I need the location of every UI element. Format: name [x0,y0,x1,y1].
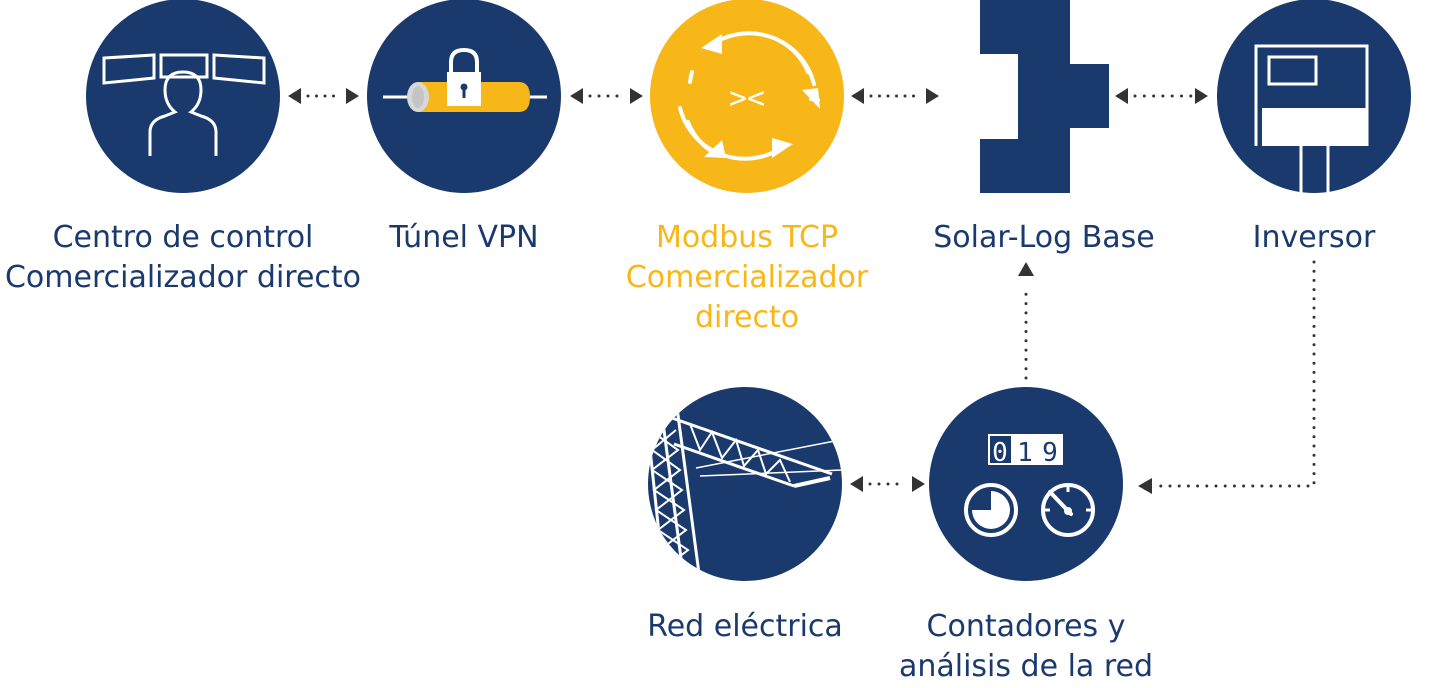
label-modbus-line3: directo [694,300,800,335]
label-grid-line1: Red eléctrica [647,609,843,644]
label-meters-line1: Contadores y [926,609,1126,644]
connector-modbus-solarlog [851,88,939,104]
padlock-tunnel-icon [383,47,547,112]
node-solar-log [980,0,1109,193]
left-dial [964,483,1018,537]
counter-digit-1: 0 [992,438,1008,468]
label-solar-log: Solar-Log Base [914,218,1174,258]
node-control-center-circle [86,0,280,193]
node-grid [648,387,842,581]
label-modbus: Modbus TCP Comercializador directo [612,218,882,338]
node-grid-circle [648,387,842,581]
sync-arrows-icon [678,31,820,161]
label-modbus-line2: Comercializador [625,260,869,295]
label-grid: Red eléctrica [632,607,858,647]
label-modbus-line1: Modbus TCP [655,220,839,255]
node-vpn-tunnel [367,0,561,193]
node-meters: 0 1 9 [929,387,1123,581]
solar-log-device-icon [980,0,1109,193]
label-control-center-line2: Comercializador directo [4,260,362,295]
connector-vpn-modbus [570,88,643,104]
modbus-glyph: >< [729,81,765,116]
connector-meters-solarlog [1018,262,1034,380]
counter-digit-3: 9 [1042,438,1058,468]
node-meters-circle [929,387,1123,581]
node-control-center [86,0,280,193]
node-inverter [1217,0,1411,195]
label-inverter: Inversor [1214,218,1414,258]
node-modbus: >< [650,0,844,193]
connector-control-vpn [288,88,359,104]
meter-dials-icon: 0 1 9 [964,434,1095,537]
operator-monitors-icon [102,53,266,156]
label-inverter-line1: Inversor [1252,220,1376,255]
node-inverter-circle [1217,0,1411,193]
label-meters: Contadores y análisis de la red [890,607,1162,687]
counter-digit-2: 1 [1017,438,1033,468]
inverter-icon [1254,44,1369,195]
label-control-center: Centro de control Comercializador direct… [0,218,366,298]
connector-solarlog-inverter [1115,88,1208,104]
node-modbus-circle [650,0,844,193]
label-solar-log-line1: Solar-Log Base [933,220,1155,255]
label-meters-line2: análisis de la red [898,649,1154,684]
connector-inverter-meters [1138,260,1316,494]
label-control-center-line1: Centro de control [52,220,314,255]
connector-grid-meters [850,476,925,492]
label-vpn-line1: Túnel VPN [389,220,539,255]
label-vpn-tunnel: Túnel VPN [364,218,564,258]
